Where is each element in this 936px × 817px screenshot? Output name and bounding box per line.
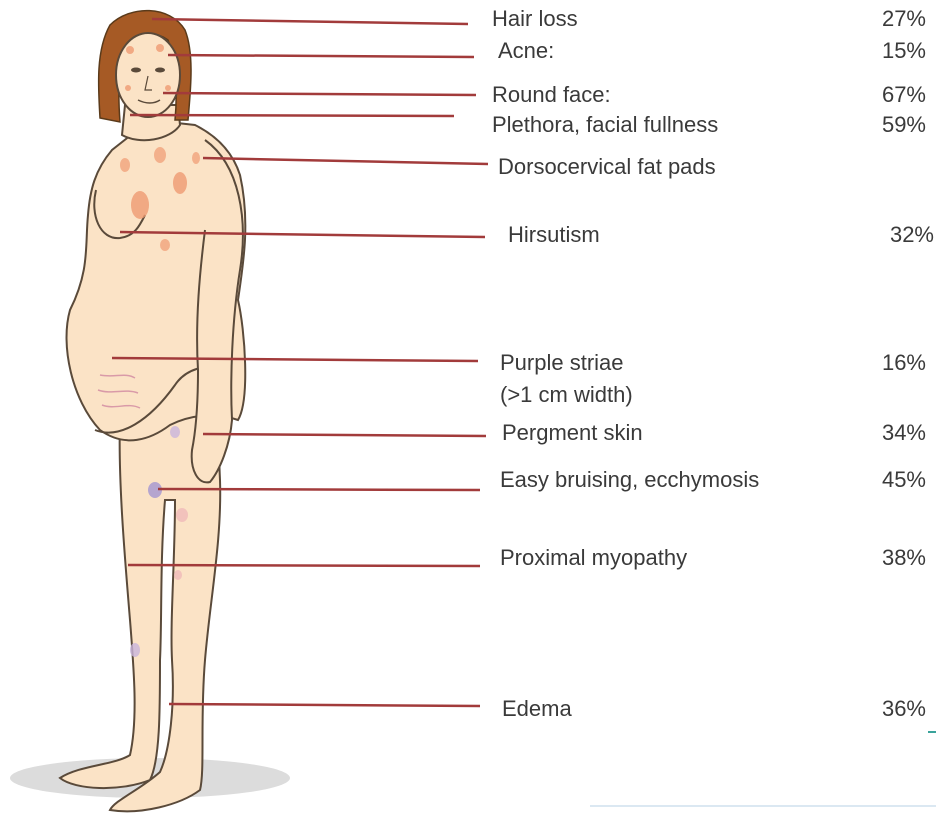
- acne-spot: [165, 85, 171, 91]
- percent-hair-loss: 27%: [846, 6, 926, 32]
- label-easy-bruising: Easy bruising, ecchymosis: [500, 467, 759, 493]
- percent-edema: 36%: [846, 696, 926, 722]
- percent-acne: 15%: [846, 38, 926, 64]
- label-acne: Acne:: [498, 38, 554, 64]
- label-edema: Edema: [502, 696, 572, 722]
- percent-easy-bruising: 45%: [846, 467, 926, 493]
- eye-right: [155, 68, 165, 73]
- label-hirsutism: Hirsutism: [508, 222, 600, 248]
- bruise: [174, 570, 182, 580]
- leader-line-edema: [169, 704, 480, 706]
- acne-spot: [125, 85, 131, 91]
- label-plethora: Plethora, facial fullness: [492, 112, 718, 138]
- leader-line-pergment-skin: [203, 434, 486, 436]
- leader-line-acne: [168, 55, 474, 57]
- skin-lesion: [160, 239, 170, 251]
- percent-purple-striae: 16%: [846, 350, 926, 376]
- percent-proximal-myopathy: 38%: [846, 545, 926, 571]
- label-dorsocervical-fat-pads: Dorsocervical fat pads: [498, 154, 716, 180]
- label-round-face: Round face:: [492, 82, 611, 108]
- leader-line-dorsocervical: [203, 158, 488, 164]
- acne-spot: [156, 44, 164, 52]
- eye-left: [131, 68, 141, 73]
- acne-spot: [126, 46, 134, 54]
- label-proximal-myopathy: Proximal myopathy: [500, 545, 687, 571]
- percent-hirsutism: 32%: [854, 222, 934, 248]
- percent-plethora: 59%: [846, 112, 926, 138]
- label-pergment-skin: Pergment skin: [502, 420, 643, 446]
- label-purple-striae: Purple striae: [500, 350, 624, 376]
- leader-line-round-face: [163, 93, 476, 95]
- leader-line-proximal-myopathy: [128, 565, 480, 566]
- percent-round-face: 67%: [846, 82, 926, 108]
- leader-line-easy-bruising: [158, 489, 480, 490]
- bruise: [176, 508, 188, 522]
- bruise: [130, 643, 140, 657]
- skin-lesion: [131, 191, 149, 219]
- skin-lesion: [173, 172, 187, 194]
- figure-face: [116, 33, 180, 117]
- skin-lesion: [120, 158, 130, 172]
- leader-line-plethora: [130, 115, 454, 116]
- label-purple-striae-width: (>1 cm width): [500, 382, 633, 408]
- bruise: [170, 426, 180, 438]
- skin-lesion: [154, 147, 166, 163]
- skin-lesion: [192, 152, 200, 164]
- percent-pergment-skin: 34%: [846, 420, 926, 446]
- label-hair-loss: Hair loss: [492, 6, 578, 32]
- leader-line-hair-loss: [152, 19, 468, 24]
